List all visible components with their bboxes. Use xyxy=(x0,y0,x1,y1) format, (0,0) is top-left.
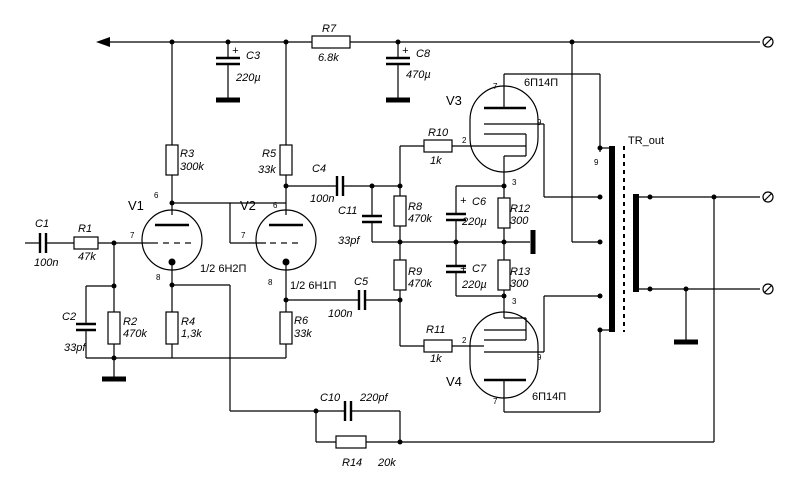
svg-text:6: 6 xyxy=(273,201,278,210)
svg-text:470µ: 470µ xyxy=(406,69,431,81)
capacitor-c8: + C8 470µ xyxy=(386,42,431,103)
svg-text:33pf: 33pf xyxy=(64,342,86,354)
svg-text:100n: 100n xyxy=(328,308,352,320)
grid-network-v1: C2 33pf R2 470k xyxy=(62,243,172,382)
tube-v2: V2 6 7 8 R5 33k R6 33k 1/2 6Н2П 1/2 6Н1П xyxy=(172,42,337,359)
svg-text:2: 2 xyxy=(462,336,467,345)
svg-text:R14: R14 xyxy=(342,457,362,469)
svg-text:8: 8 xyxy=(268,278,273,287)
svg-text:470k: 470k xyxy=(408,213,432,225)
svg-text:+: + xyxy=(232,45,239,57)
svg-text:8: 8 xyxy=(156,273,161,282)
input-section: C1 100n R1 47k 7 xyxy=(25,218,148,269)
svg-text:470k: 470k xyxy=(408,278,432,290)
svg-text:47k: 47k xyxy=(78,251,96,263)
svg-text:R9: R9 xyxy=(408,266,422,278)
svg-text:6.8k: 6.8k xyxy=(318,52,339,64)
svg-text:+: + xyxy=(460,263,467,275)
tube-v1: V1 6 8 R3 300k R4 1,3k xyxy=(128,42,286,358)
svg-text:TR_out: TR_out xyxy=(628,135,664,147)
svg-text:20k: 20k xyxy=(377,457,396,469)
svg-text:R7: R7 xyxy=(322,23,337,35)
svg-text:6П14П: 6П14П xyxy=(532,391,566,403)
capacitor-c3: + C3 220µ xyxy=(216,42,261,103)
output-transformer: TR_out 9 xyxy=(544,42,774,345)
tube-v3: V3 6П14П 7 9 3 xyxy=(446,73,601,197)
svg-text:V2: V2 xyxy=(240,198,256,213)
cathode-network: + C6 220µ R12 300 + C7 220µ R13 300 xyxy=(446,183,531,304)
svg-text:C1: C1 xyxy=(35,218,49,230)
svg-text:33k: 33k xyxy=(294,328,312,340)
svg-text:V4: V4 xyxy=(446,374,462,389)
svg-text:V1: V1 xyxy=(128,198,144,213)
svg-text:7: 7 xyxy=(130,231,135,240)
svg-text:C7: C7 xyxy=(472,263,487,275)
svg-text:C2: C2 xyxy=(62,311,76,323)
svg-text:3: 3 xyxy=(512,297,517,306)
svg-text:9: 9 xyxy=(537,353,542,362)
feedback-line: C10 220pf R14 20k xyxy=(172,197,715,469)
svg-text:V3: V3 xyxy=(446,93,462,108)
svg-text:300: 300 xyxy=(510,215,529,227)
svg-text:R2: R2 xyxy=(123,316,137,328)
svg-text:100n: 100n xyxy=(310,193,334,205)
svg-text:1k: 1k xyxy=(430,155,442,167)
svg-text:+: + xyxy=(402,45,409,57)
svg-text:7: 7 xyxy=(493,82,498,91)
svg-text:C4: C4 xyxy=(312,163,326,175)
supply-rail xyxy=(96,36,774,48)
svg-text:100n: 100n xyxy=(34,257,58,269)
svg-text:9: 9 xyxy=(594,158,599,167)
svg-text:R4: R4 xyxy=(181,316,195,328)
svg-text:9: 9 xyxy=(537,118,542,127)
svg-text:C11: C11 xyxy=(338,205,357,217)
svg-text:C5: C5 xyxy=(354,276,369,288)
svg-text:C3: C3 xyxy=(246,50,261,62)
svg-text:R10: R10 xyxy=(428,127,449,139)
svg-text:R5: R5 xyxy=(262,148,277,160)
svg-text:300k: 300k xyxy=(180,161,204,173)
svg-text:300: 300 xyxy=(510,278,529,290)
svg-text:R11: R11 xyxy=(426,324,445,336)
svg-text:1k: 1k xyxy=(430,353,442,365)
svg-text:33k: 33k xyxy=(258,164,276,176)
svg-text:1,3k: 1,3k xyxy=(181,328,202,340)
svg-text:R8: R8 xyxy=(408,201,423,213)
tube-v4: V4 6П14П 3 9 7 xyxy=(446,296,601,413)
svg-text:2: 2 xyxy=(462,136,467,145)
svg-text:R3: R3 xyxy=(180,148,195,160)
svg-text:220µ: 220µ xyxy=(461,279,487,291)
svg-text:+: + xyxy=(460,195,467,207)
svg-text:C6: C6 xyxy=(472,196,487,208)
svg-text:1/2 6Н1П: 1/2 6Н1П xyxy=(290,280,337,292)
svg-text:R1: R1 xyxy=(78,223,92,235)
svg-text:3: 3 xyxy=(512,178,517,187)
coupling-network: C4 100n C11 33pf R8 470k R9 470k C5 100n… xyxy=(286,127,536,365)
svg-text:6П14П: 6П14П xyxy=(524,77,558,89)
svg-text:33pf: 33pf xyxy=(338,235,360,247)
svg-text:220µ: 220µ xyxy=(461,216,487,228)
svg-text:7: 7 xyxy=(493,397,498,406)
svg-text:470k: 470k xyxy=(123,328,147,340)
svg-text:R6: R6 xyxy=(294,315,309,327)
svg-text:220µ: 220µ xyxy=(235,72,261,84)
svg-text:1/2 6Н2П: 1/2 6Н2П xyxy=(200,263,247,275)
svg-text:6: 6 xyxy=(154,191,159,200)
svg-text:C8: C8 xyxy=(416,48,431,60)
svg-text:7: 7 xyxy=(241,231,246,240)
svg-text:R12: R12 xyxy=(510,203,530,215)
svg-text:C10: C10 xyxy=(320,392,341,404)
resistor-r7: R7 6.8k xyxy=(311,23,351,64)
svg-text:R13: R13 xyxy=(510,266,531,278)
svg-text:220pf: 220pf xyxy=(359,392,388,404)
